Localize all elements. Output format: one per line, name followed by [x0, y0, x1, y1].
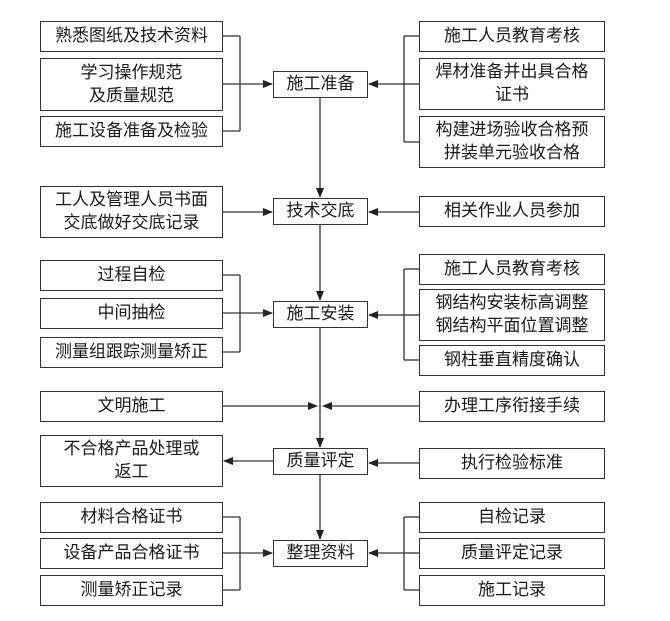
left-prep-2: 学习操作规范 及质量规范: [40, 58, 223, 111]
left-docs-2-label: 设备产品合格证书: [63, 543, 200, 563]
left-brief-1: 工人及管理人员书面 交底做好交底记录: [40, 186, 223, 238]
right-install-3-label: 钢柱垂直精度确认: [444, 350, 580, 370]
right-install-2: 钢结构安装标高调整 钢结构平面位置调整: [419, 289, 605, 341]
right-prep-2: 焊材准备并出具合格 证书: [419, 58, 605, 110]
stage-docs-box: 整理资料: [273, 540, 368, 567]
left-install-2: 中间抽检: [40, 298, 223, 329]
right-prep-1-label: 施工人员教育考核: [444, 26, 580, 46]
right-docs-2-label: 质量评定记录: [461, 543, 563, 563]
right-install-1-label: 施工人员教育考核: [444, 259, 580, 279]
left-civil-1: 文明施工: [40, 391, 223, 422]
left-civil-1-label: 文明施工: [97, 396, 166, 416]
stage-quality-box: 质量评定: [273, 448, 368, 475]
left-docs-2: 设备产品合格证书: [40, 538, 223, 569]
stage-install-label: 施工安装: [286, 304, 355, 324]
left-install-2-label: 中间抽检: [97, 303, 166, 323]
left-install-1: 过程自检: [40, 260, 223, 291]
right-docs-3: 施工记录: [419, 575, 605, 606]
left-prep-3-label: 施工设备准备及检验: [55, 121, 208, 141]
left-prep-1-label: 熟悉图纸及技术资料: [55, 26, 208, 46]
right-install-3: 钢柱垂直精度确认: [419, 345, 605, 376]
left-install-3: 测量组跟踪测量矫正: [40, 337, 223, 368]
right-prep-3-label: 构建进场验收合格预 拼装单元验收合格: [435, 120, 589, 163]
left-brief-1-label: 工人及管理人员书面 交底做好交底记录: [55, 190, 208, 233]
right-prep-3: 构建进场验收合格预 拼装单元验收合格: [419, 116, 605, 168]
right-civil-1: 办理工序衔接手续: [419, 391, 605, 422]
right-quality-1: 执行检验标准: [419, 448, 605, 479]
stage-docs-label: 整理资料: [286, 543, 355, 563]
left-quality-1: 不合格产品处理或 返工: [40, 435, 223, 487]
left-install-1-label: 过程自检: [97, 265, 166, 285]
right-install-1: 施工人员教育考核: [419, 254, 605, 285]
left-docs-1-label: 材料合格证书: [80, 507, 183, 527]
right-docs-1-label: 自检记录: [478, 507, 546, 527]
left-prep-2-label: 学习操作规范 及质量规范: [80, 62, 183, 106]
stage-prep-label: 施工准备: [286, 74, 355, 94]
stage-prep-box: 施工准备: [273, 71, 368, 98]
right-install-2-label: 钢结构安装标高调整 钢结构平面位置调整: [435, 293, 589, 336]
right-prep-2-label: 焊材准备并出具合格 证书: [435, 62, 589, 105]
right-civil-1-label: 办理工序衔接手续: [444, 396, 580, 416]
stage-brief-box: 技术交底: [273, 198, 368, 225]
right-quality-1-label: 执行检验标准: [461, 453, 563, 473]
left-docs-3-label: 测量矫正记录: [80, 580, 183, 600]
right-docs-1: 自检记录: [419, 502, 605, 533]
right-docs-2: 质量评定记录: [419, 538, 605, 569]
stage-brief-label: 技术交底: [286, 201, 355, 221]
left-prep-1: 熟悉图纸及技术资料: [40, 21, 223, 52]
right-docs-3-label: 施工记录: [478, 580, 546, 600]
stage-install-box: 施工安装: [273, 301, 368, 328]
right-prep-1: 施工人员教育考核: [419, 21, 605, 52]
left-install-3-label: 测量组跟踪测量矫正: [55, 342, 208, 362]
right-brief-1-label: 相关作业人员参加: [444, 201, 580, 221]
left-docs-3: 测量矫正记录: [40, 575, 223, 606]
stage-quality-label: 质量评定: [286, 451, 355, 471]
left-prep-3: 施工设备准备及检验: [40, 116, 223, 147]
left-quality-1-label: 不合格产品处理或 返工: [63, 439, 200, 482]
left-docs-1: 材料合格证书: [40, 502, 223, 533]
right-brief-1: 相关作业人员参加: [419, 196, 605, 227]
